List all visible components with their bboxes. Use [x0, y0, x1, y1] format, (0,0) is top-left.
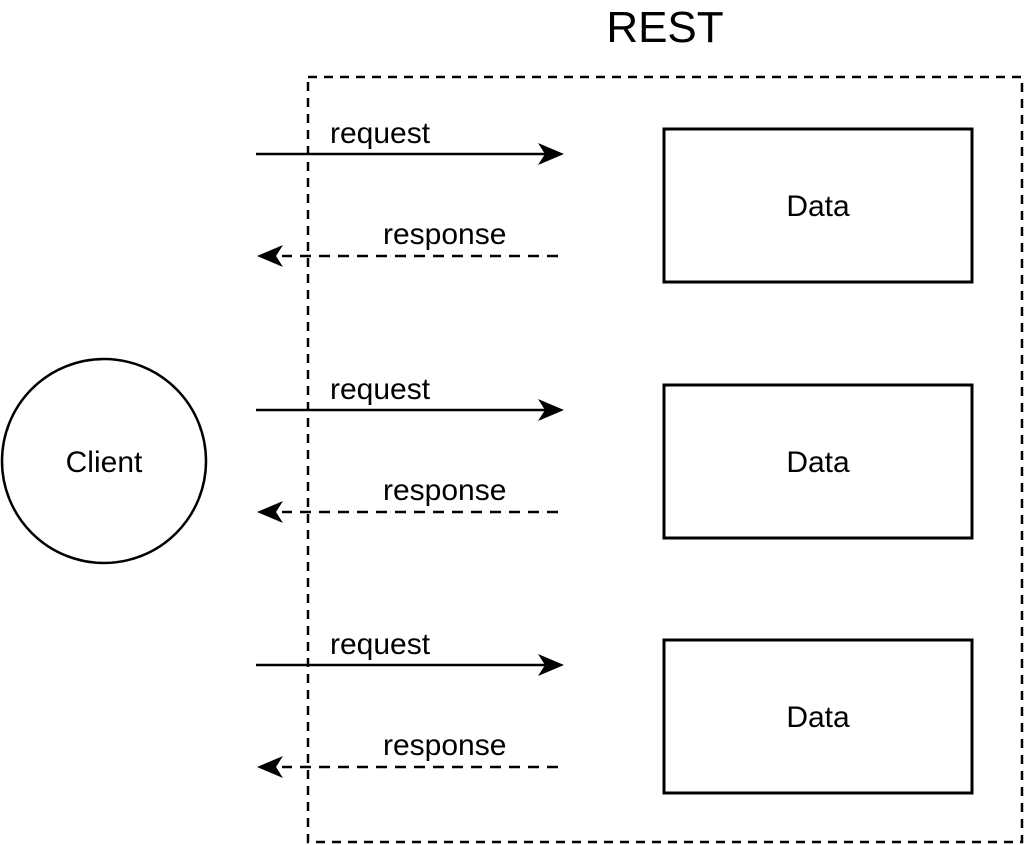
request-arrowhead [538, 654, 564, 676]
flow-group-1: request response Data [256, 117, 974, 284]
response-label: response [383, 218, 506, 251]
response-arrowhead [257, 245, 283, 267]
request-arrowhead [538, 399, 564, 421]
flow-group-2: request response Data [256, 373, 974, 540]
response-label: response [383, 474, 506, 507]
data-label: Data [786, 701, 850, 734]
flow-group-3: request response Data [256, 628, 974, 795]
data-label: Data [786, 446, 850, 479]
diagram-title: REST [606, 3, 723, 52]
request-label: request [330, 373, 431, 406]
data-node [662, 383, 974, 540]
response-label: response [383, 729, 506, 762]
client-label: Client [66, 446, 143, 479]
request-arrowhead [538, 143, 564, 165]
data-node [662, 127, 974, 284]
data-label: Data [786, 190, 850, 223]
response-arrowhead [257, 756, 283, 778]
rest-container-border [306, 75, 1024, 844]
data-node [662, 638, 974, 795]
response-arrowhead [257, 501, 283, 523]
request-label: request [330, 628, 431, 661]
request-label: request [330, 117, 431, 150]
client-node [0, 357, 208, 565]
